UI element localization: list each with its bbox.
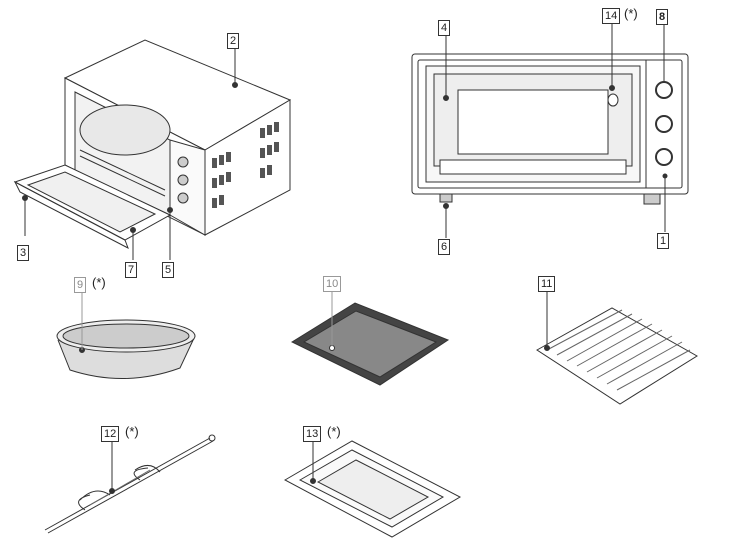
callout-3: 3 (17, 245, 30, 261)
callout-4: 4 (438, 20, 451, 36)
round-pizza-pan (56, 291, 196, 380)
optional-mark-12: (*) (125, 424, 139, 439)
wire-rack (536, 290, 698, 405)
optional-mark-9: (*) (92, 275, 106, 290)
callout-7: 7 (125, 262, 138, 278)
baking-tray (290, 290, 450, 386)
rotisserie-spit (44, 434, 216, 534)
callout-5: 5 (162, 262, 175, 278)
callout-6: 6 (438, 239, 451, 255)
callout-11: 11 (538, 276, 556, 292)
callout-1: 1 (657, 233, 670, 249)
oven-perspective (13, 39, 292, 260)
callout-14: 14 (602, 8, 621, 24)
crumb-tray (283, 440, 462, 538)
callout-13: 13 (303, 426, 322, 442)
oven-front (411, 22, 689, 238)
optional-mark-13: (*) (327, 424, 341, 439)
optional-mark-14: (*) (624, 6, 638, 21)
callout-10: 10 (323, 276, 342, 292)
callout-12: 12 (101, 426, 120, 442)
callout-8: 8 (656, 9, 669, 25)
callout-2: 2 (227, 33, 240, 49)
callout-9: 9 (74, 277, 87, 293)
